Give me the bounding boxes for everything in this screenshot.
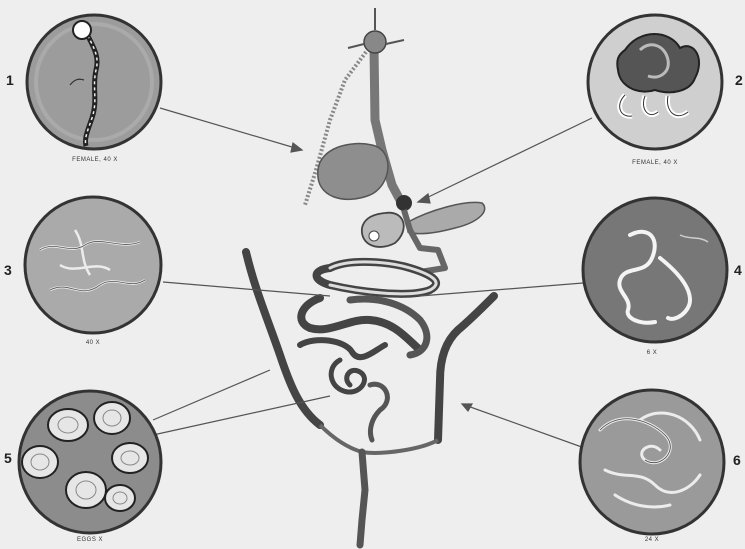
transverse-junction: [320, 425, 438, 453]
pointer-2-arrow: [418, 194, 430, 203]
pointer-6-arrow: [462, 404, 472, 411]
panel-number-1: 1: [6, 72, 14, 88]
egg: [48, 409, 88, 441]
panel-caption-1: FEMALE, 40 X: [55, 157, 135, 163]
pointer-1-arrow: [291, 143, 302, 152]
panel-caption-5: EGGS X: [50, 537, 130, 543]
pointer-1: [160, 108, 302, 150]
duodenum-bulb: [396, 195, 412, 211]
panel-1-micrograph: [27, 15, 161, 149]
egg: [22, 446, 58, 478]
panel-3-micrograph: [25, 197, 161, 333]
panel-caption-2: FEMALE, 40 X: [615, 160, 695, 166]
pointer-5b: [153, 396, 330, 435]
gall-bladder: [318, 144, 388, 200]
worm-head: [73, 21, 91, 39]
pharynx: [364, 31, 386, 53]
panel-number-2: 2: [735, 72, 743, 88]
stomach-opening: [369, 231, 379, 241]
small-intestine: [300, 262, 436, 440]
panel-6-micrograph: [580, 390, 724, 534]
panel-number-5: 5: [4, 450, 12, 466]
egg: [105, 485, 135, 511]
egg: [66, 472, 106, 508]
descending-colon: [438, 296, 494, 440]
panel-number-4: 4: [734, 262, 742, 278]
digestive-tract: [246, 8, 494, 545]
pancreas: [408, 202, 485, 233]
panel-2-micrograph: [588, 15, 722, 149]
pointer-2: [418, 118, 592, 202]
pointer-4: [420, 283, 583, 296]
panel-4-micrograph: [583, 198, 727, 342]
egg: [94, 402, 130, 434]
pointer-3: [163, 282, 330, 296]
stomach: [362, 213, 404, 247]
panel-caption-4: 6 X: [612, 350, 692, 356]
panel-caption-6: 24 X: [612, 537, 692, 543]
egg: [112, 443, 148, 473]
panel-number-6: 6: [733, 452, 741, 468]
rectum: [360, 452, 365, 545]
panel-number-3: 3: [4, 262, 12, 278]
panel-caption-3: 40 X: [53, 340, 133, 346]
panel-5-micrograph: [19, 391, 161, 533]
pointer-6: [462, 404, 590, 450]
